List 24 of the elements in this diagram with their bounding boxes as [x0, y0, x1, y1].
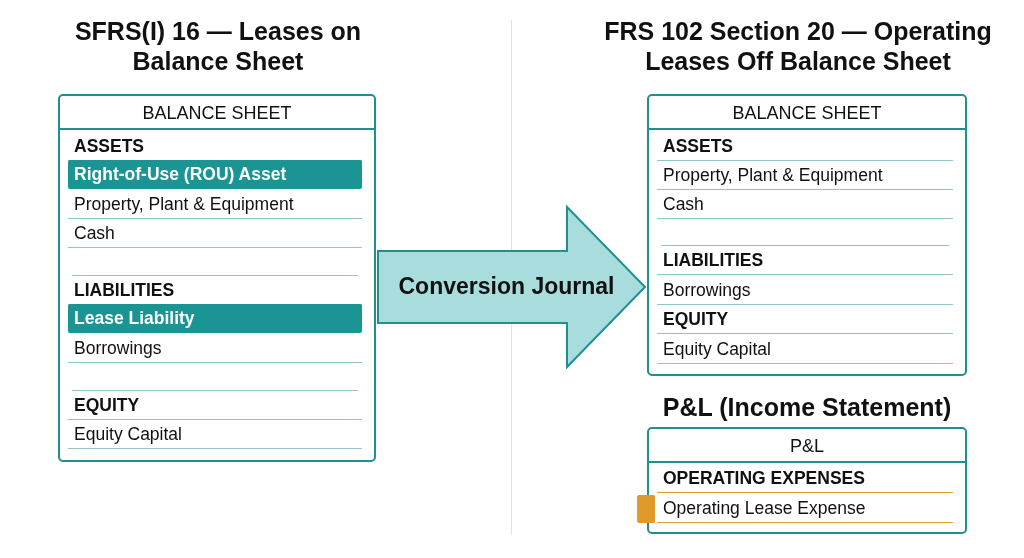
line-item: Borrowings	[657, 276, 953, 305]
section-heading: P&L (Income Statement)	[661, 392, 953, 422]
line-item: Equity Capital	[657, 335, 953, 364]
section-heading: FRS 102 Section 20 — Operating Leases Off Balance Sheet	[603, 16, 993, 76]
line-item: Property, Plant & Equipment	[68, 190, 362, 219]
edge-label: Conversion Journal	[398, 273, 615, 299]
line-item: Cash	[657, 190, 953, 219]
line-item: Operating Lease Expense	[657, 494, 953, 523]
highlighted-row: Lease Liability	[68, 304, 362, 333]
section-label: EQUITY	[68, 391, 362, 420]
section-heading: SFRS(I) 16 — Leases on Balance Sheet	[73, 16, 363, 76]
card-header: BALANCE SHEET	[142, 103, 292, 123]
card-header: BALANCE SHEET	[732, 103, 882, 123]
line-item: Borrowings	[68, 334, 362, 363]
section-label: ASSETS	[657, 132, 953, 161]
section-label: EQUITY	[657, 305, 953, 334]
section-label: OPERATING EXPENSES	[657, 464, 953, 493]
line-item: Cash	[68, 219, 362, 248]
card-header: P&L	[790, 436, 824, 456]
block-arrow	[377, 204, 647, 370]
highlighted-row: Right-of-Use (ROU) Asset	[68, 160, 362, 189]
line-item: Property, Plant & Equipment	[657, 161, 953, 190]
section-label: LIABILITIES	[657, 246, 953, 275]
line-item: Equity Capital	[68, 420, 362, 449]
